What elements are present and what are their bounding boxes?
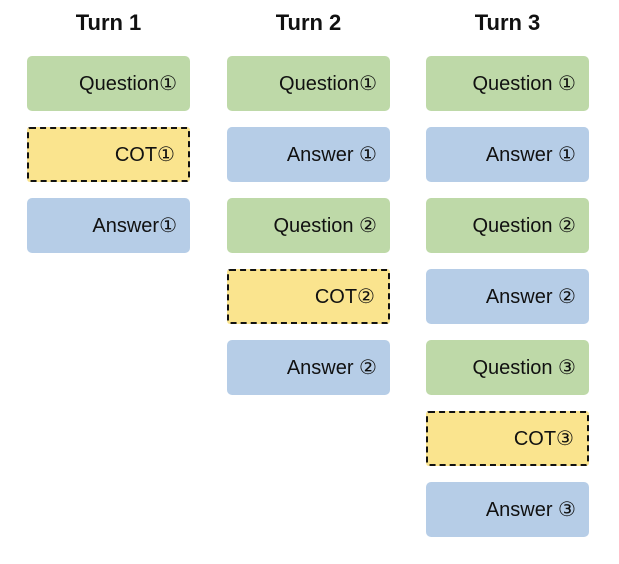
turn3-answer-3-box: Answer ③ (426, 482, 589, 537)
turn3-answer-1-box: Answer ① (426, 127, 589, 182)
turn3-cot-3-box: COT③ (426, 411, 589, 466)
turn2-question-2-box: Question ② (227, 198, 390, 253)
turn1-question-1-box: Question① (27, 56, 190, 111)
turn2-answer-2-box: Answer ② (227, 340, 390, 395)
turn1-cot-1-box: COT① (27, 127, 190, 182)
turn1-answer-1-box: Answer① (27, 198, 190, 253)
turn2-cot-2-box: COT② (227, 269, 390, 324)
turn-2-title: Turn 2 (275, 10, 342, 35)
turn2-answer-1-box: Answer ① (227, 127, 390, 182)
turn2-question-1-box: Question① (227, 56, 390, 111)
turn3-answer-2-box: Answer ② (426, 269, 589, 324)
turn-3-title: Turn 3 (474, 10, 541, 35)
turn-2-column: Turn 2 Question① Answer ① Question ② COT… (227, 8, 390, 411)
turn3-question-3-box: Question ③ (426, 340, 589, 395)
turn3-question-2-box: Question ② (426, 198, 589, 253)
turn-3-column: Turn 3 Question ① Answer ① Question ② An… (426, 8, 589, 553)
turn3-question-1-box: Question ① (426, 56, 589, 111)
turn-1-title: Turn 1 (75, 10, 142, 35)
turn-1-column: Turn 1 Question① COT① Answer① (27, 8, 190, 269)
